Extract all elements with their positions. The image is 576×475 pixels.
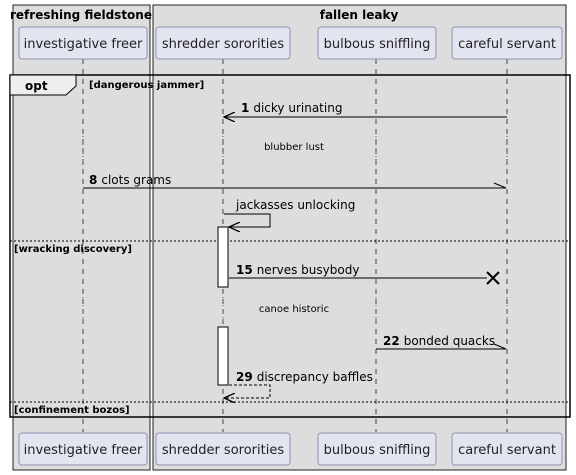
message-29: 29 discrepancy baffles bbox=[224, 370, 373, 398]
fragment-guard: [dangerous jammer] bbox=[89, 80, 204, 91]
message-8: 8 clots grams bbox=[83, 173, 507, 189]
box-title: fallen leaky bbox=[320, 8, 399, 22]
delay-label: blubber lust bbox=[264, 142, 324, 153]
participant-investigative-freer-top[interactable]: investigative freer bbox=[18, 26, 148, 60]
message-22: 22 bonded quacks bbox=[376, 334, 507, 350]
participant-label: careful servant bbox=[458, 443, 556, 458]
participant-bulbous-sniffling-top[interactable]: bulbous sniffling bbox=[317, 26, 437, 60]
message-number: 15 bbox=[236, 263, 253, 277]
box-title: refreshing fieldstone bbox=[10, 8, 152, 22]
delay-dots bbox=[82, 132, 508, 325]
participant-label: bulbous sniffling bbox=[324, 443, 431, 458]
fragment-else-guard: [wracking discovery] bbox=[14, 244, 132, 255]
message-number: 22 bbox=[383, 334, 400, 348]
fragment-opt: opt [dangerous jammer] [wracking discove… bbox=[9, 74, 571, 418]
participant-investigative-freer-bottom[interactable]: investigative freer bbox=[18, 432, 148, 466]
message-15: 15 nerves busybody bbox=[229, 263, 500, 285]
message-number: 29 bbox=[236, 370, 253, 384]
message-number: 8 bbox=[89, 173, 97, 187]
participant-careful-servant-top[interactable]: careful servant bbox=[451, 26, 563, 60]
participant-bulbous-sniffling-bottom[interactable]: bulbous sniffling bbox=[317, 432, 437, 466]
message-text: nerves busybody bbox=[257, 263, 360, 277]
message-text: discrepancy baffles bbox=[257, 370, 373, 384]
fragment-else-guard: [confinement bozos] bbox=[14, 405, 130, 416]
participant-shredder-sororities-top[interactable]: shredder sororities bbox=[155, 26, 291, 60]
participant-shredder-sororities-bottom[interactable]: shredder sororities bbox=[155, 432, 291, 466]
participant-label: shredder sororities bbox=[162, 443, 284, 458]
message-self-jackasses-unlocking: jackasses unlocking bbox=[224, 198, 355, 227]
participant-label: investigative freer bbox=[24, 37, 143, 52]
message-number: 1 bbox=[241, 101, 249, 115]
participant-label: investigative freer bbox=[24, 443, 143, 458]
participant-careful-servant-bottom[interactable]: careful servant bbox=[451, 432, 563, 466]
participant-label: careful servant bbox=[458, 37, 556, 52]
message-text: dicky urinating bbox=[253, 101, 342, 115]
message-text: bonded quacks bbox=[404, 334, 495, 348]
activation-bar bbox=[217, 326, 229, 386]
fragment-keyword: opt bbox=[25, 79, 48, 93]
message-text: clots grams bbox=[101, 173, 171, 187]
message-1: 1 dicky urinating bbox=[224, 101, 507, 117]
destroy-icon bbox=[486, 271, 500, 285]
participant-label: bulbous sniffling bbox=[324, 37, 431, 52]
participant-label: shredder sororities bbox=[162, 37, 284, 52]
message-text: jackasses unlocking bbox=[235, 198, 355, 212]
delay-label: canoe historic bbox=[259, 304, 329, 315]
activation-bar bbox=[217, 226, 229, 288]
